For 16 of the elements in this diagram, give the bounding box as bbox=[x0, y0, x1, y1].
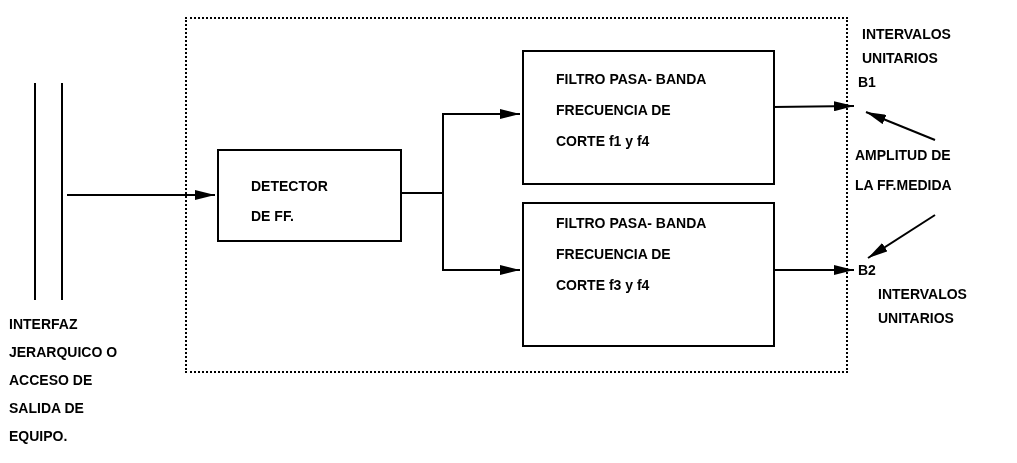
process-box bbox=[522, 50, 775, 185]
node-text: INTERVALOS UNITARIOS bbox=[861, 25, 952, 68]
node-text: B2 bbox=[858, 261, 877, 280]
node-text: FILTRO PASA- BANDA FRECUENCIA DE CORTE f3 y f4 bbox=[556, 214, 706, 295]
node-text: AMPLITUD DE LA FF.MEDIDA bbox=[855, 146, 953, 195]
arrow bbox=[865, 111, 936, 141]
node-text: DETECTOR DE FF. bbox=[251, 177, 329, 226]
node-caption: INTERFAZ JERARQUICO O ACCESO DE SALIDA DE EQUIPO. bbox=[9, 315, 119, 446]
process-box bbox=[522, 202, 775, 347]
arrow bbox=[66, 190, 216, 200]
node-text: INTERVALOS UNITARIOS bbox=[877, 285, 968, 328]
node-text: FILTRO PASA- BANDA FRECUENCIA DE CORTE f1 y f4 bbox=[556, 70, 706, 151]
arrow bbox=[867, 214, 936, 259]
dotted-boundary bbox=[185, 17, 848, 373]
process-box bbox=[217, 149, 402, 242]
node-text: B1 bbox=[858, 73, 877, 92]
